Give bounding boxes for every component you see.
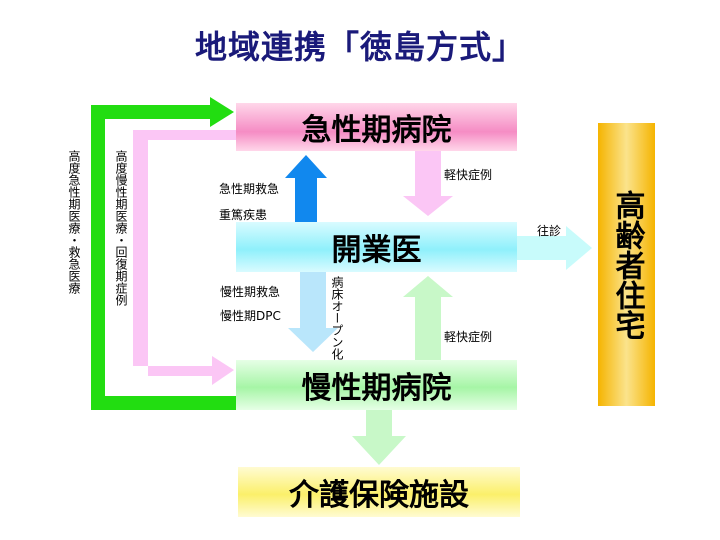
- label-open-beds: 病床オープン化: [330, 276, 344, 360]
- label-chronic-dpc: 慢性期DPC: [220, 309, 281, 323]
- lightblue-down-arrow: [288, 272, 338, 352]
- label-left-green: 高度急性期医療・救急医療: [67, 150, 81, 294]
- cyan-right-arrow: [517, 226, 592, 270]
- diagram-title: 地域連携「徳島方式」: [194, 28, 525, 66]
- lightgreen-up-arrow: [403, 276, 453, 360]
- acute-hospital-box: 急性期病院: [236, 103, 517, 151]
- label-left-pink: 高度慢性期医療・回復期症例: [114, 150, 128, 306]
- blue-up-arrow: [285, 155, 327, 222]
- lightgreen-down-arrow: [352, 410, 406, 465]
- label-acute-emergency: 急性期救急: [219, 182, 280, 196]
- label-home-visit: 往診: [537, 224, 562, 238]
- pink-down-arrow: [403, 151, 453, 216]
- elderly-housing-box: 高齢者住宅: [598, 123, 655, 406]
- care-facility-box: 介護保険施設: [238, 467, 520, 517]
- label-chronic-emergency: 慢性期救急: [220, 285, 281, 299]
- label-mild-case-bottom: 軽快症例: [444, 330, 493, 344]
- pink-bracket-arrow: [133, 130, 236, 385]
- chronic-hospital-box: 慢性期病院: [236, 360, 517, 410]
- clinic-box: 開業医: [236, 222, 517, 272]
- label-serious-illness: 重篤疾患: [219, 208, 268, 222]
- label-mild-case-top: 軽快症例: [444, 168, 493, 182]
